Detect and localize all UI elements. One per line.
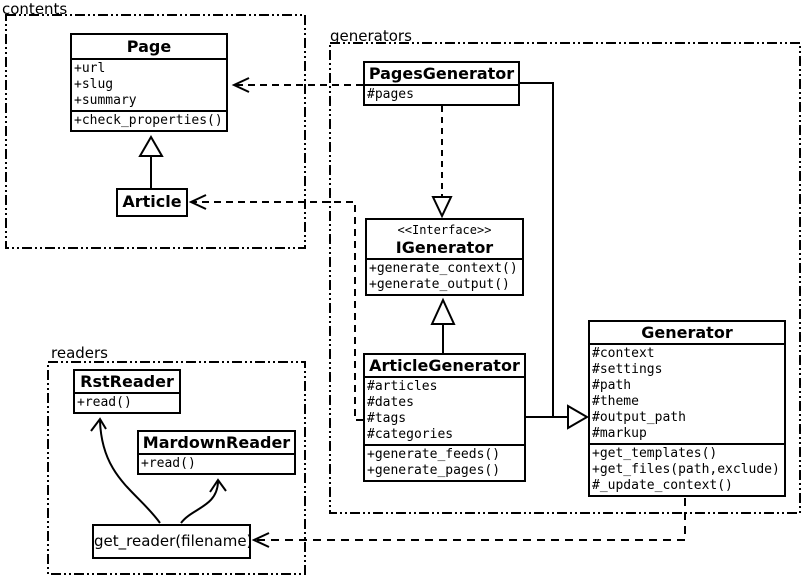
attribute-row: #articles — [367, 379, 438, 394]
page-dependency-arrowhead — [231, 77, 250, 93]
pagesgenerator-to-generator-line — [519, 82, 568, 418]
method-row: +generate_context() — [369, 261, 518, 276]
mardownreader-arrowhead — [209, 478, 227, 493]
articlegenerator-to-article-dashed — [192, 201, 363, 421]
attribute-row: #path — [592, 378, 632, 393]
class-name-articlegenerator: ArticleGenerator — [369, 356, 520, 375]
getreader-to-mardownreader-curve — [180, 481, 219, 524]
class-name-igenerator: IGenerator — [395, 238, 494, 257]
class-box-mardownreader: MardownReader +read() — [137, 430, 296, 475]
attribute-row: #pages — [367, 87, 414, 102]
class-box-articlegenerator: ArticleGenerator #articles #dates #tags … — [363, 353, 526, 482]
method-row: +read() — [141, 456, 196, 471]
attribute-row: +slug — [74, 77, 114, 92]
attribute-row: +summary — [74, 93, 137, 108]
igenerator-stereotype: <<Interface>> — [397, 223, 492, 237]
class-name-mardownreader: MardownReader — [142, 433, 291, 452]
method-row: +generate_feeds() — [367, 447, 501, 462]
class-name-article: Article — [122, 192, 182, 211]
get-reader-label: get_reader(filename) — [94, 532, 253, 550]
method-row: +generate_output() — [369, 277, 510, 292]
attribute-row: #settings — [592, 362, 663, 377]
class-box-page: Page +url +slug +summary +check_properti… — [70, 33, 228, 132]
method-row: +check_properties() — [74, 113, 223, 128]
class-box-rstreader: RstReader +read() — [73, 369, 181, 414]
class-name-rstreader: RstReader — [80, 372, 174, 391]
generators-package-border — [329, 42, 801, 514]
getreader-to-rstreader-curve — [99, 420, 161, 524]
mardownreader-methods: +read() — [139, 453, 294, 473]
rstreader-arrowhead — [90, 417, 107, 432]
class-box-generator: Generator #context #settings #path #them… — [588, 320, 786, 497]
pagesgenerator-to-igenerator-triangle — [431, 196, 453, 219]
attribute-row: #context — [592, 346, 655, 361]
attribute-row: #categories — [367, 427, 454, 442]
attribute-row: #tags — [367, 411, 407, 426]
articlegenerator-to-igenerator-triangle — [430, 297, 456, 325]
class-box-igenerator: <<Interface>> IGenerator +generate_conte… — [365, 218, 524, 296]
method-row: +read() — [77, 395, 132, 410]
articlegenerator-attributes: #articles #dates #tags #categories — [365, 376, 524, 444]
contents-package-border — [5, 14, 306, 249]
page-methods: +check_properties() — [72, 110, 226, 130]
method-row: +get_files(path,exclude) — [592, 462, 780, 477]
class-box-pagesgenerator: PagesGenerator #pages — [363, 61, 520, 106]
class-name-pagesgenerator: PagesGenerator — [368, 64, 515, 83]
method-row: +generate_pages() — [367, 463, 501, 478]
pagesgenerator-attributes: #pages — [365, 84, 518, 104]
generator-methods: +get_templates() +get_files(path,exclude… — [590, 443, 784, 495]
readers-package-border — [47, 361, 306, 575]
method-row: #_update_context() — [592, 478, 733, 493]
article-dependency-arrowhead — [188, 194, 207, 210]
attribute-row: #output_path — [592, 410, 686, 425]
generator-triangle — [567, 404, 589, 430]
readers-package-label: readers — [51, 344, 108, 362]
igenerator-header: <<Interface>> IGenerator — [367, 220, 522, 258]
contents-package-label: contents — [2, 0, 68, 18]
class-name-generator: Generator — [641, 323, 733, 342]
class-box-article: Article — [116, 188, 188, 217]
method-row: +get_templates() — [592, 446, 718, 461]
generator-to-getreader-dashed — [255, 498, 686, 541]
articlegenerator-methods: +generate_feeds() +generate_pages() — [365, 444, 524, 480]
generator-attributes: #context #settings #path #theme #output_… — [590, 343, 784, 443]
page-attributes: +url +slug +summary — [72, 58, 226, 110]
generators-package-label: generators — [330, 27, 412, 45]
article-to-page-triangle — [138, 135, 164, 157]
rstreader-methods: +read() — [75, 392, 179, 412]
getreader-dependency-arrowhead — [251, 532, 270, 548]
attribute-row: #dates — [367, 395, 414, 410]
get-reader-box: get_reader(filename) — [92, 524, 253, 559]
attribute-row: +url — [74, 61, 106, 76]
attribute-row: #markup — [592, 426, 647, 441]
igenerator-methods: +generate_context() +generate_output() — [367, 258, 522, 294]
attribute-row: #theme — [592, 394, 639, 409]
class-name-page: Page — [126, 37, 172, 56]
